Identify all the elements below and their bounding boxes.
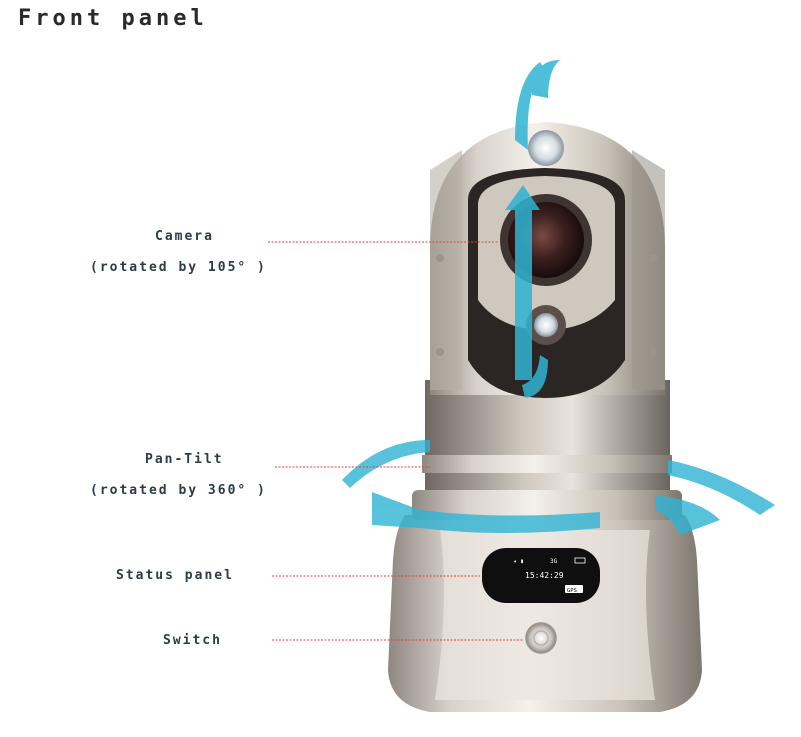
pan-tilt-detail: (rotated by 360° ) [90, 483, 267, 498]
status-time: 15:42:29 [525, 571, 564, 580]
power-switch [525, 622, 557, 654]
status-network: 3G [550, 558, 558, 565]
page-title: Front panel [18, 6, 208, 31]
switch-label: Switch [163, 633, 222, 648]
base-housing: ◂ ▮ 3G 15:42:29 GPS [388, 515, 702, 712]
camera-label: Camera [155, 229, 214, 244]
top-ir-led [528, 130, 564, 166]
svg-text:◂ ▮: ◂ ▮ [513, 558, 524, 565]
camera-head [430, 122, 665, 398]
camera-detail: (rotated by 105° ) [90, 260, 267, 275]
pan-tilt-neck [412, 380, 682, 520]
status-panel-label: Status panel [116, 568, 234, 583]
status-badge: GPS [567, 588, 577, 594]
tilt-rotation-arrow [505, 60, 560, 398]
leader-lines [268, 241, 523, 641]
pan-tilt-label: Pan-Tilt [145, 452, 224, 467]
pan-rotation-arrow [342, 440, 775, 535]
bottom-ir-led [534, 313, 558, 337]
